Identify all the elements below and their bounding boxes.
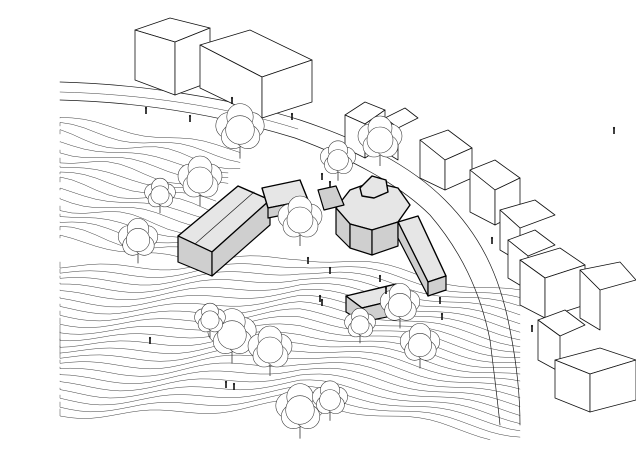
contour-line <box>59 354 521 390</box>
contour-line <box>59 226 193 250</box>
contour-line <box>59 323 521 363</box>
contour-line <box>59 379 521 424</box>
person-figure <box>384 286 388 294</box>
contour-line <box>59 289 521 333</box>
contour-line <box>59 308 521 353</box>
contour-line <box>59 399 491 440</box>
contour-line <box>59 301 521 347</box>
contour-line <box>59 176 217 214</box>
human-figures <box>144 96 616 390</box>
contour-line <box>59 316 521 358</box>
person-figure <box>490 236 494 244</box>
person-figure <box>320 298 324 306</box>
contour-line <box>59 283 521 325</box>
tree <box>215 103 265 159</box>
contour-line <box>59 129 241 170</box>
person-figure <box>144 106 148 114</box>
person-figure <box>440 312 444 320</box>
contour-line <box>59 187 205 219</box>
tree <box>320 140 356 181</box>
person-figure <box>438 296 442 304</box>
tree <box>379 283 421 329</box>
person-figure <box>290 112 294 120</box>
contour-line <box>59 213 193 238</box>
tree <box>177 155 223 206</box>
curved-street <box>59 81 521 426</box>
contour-line <box>59 331 521 369</box>
contour-line <box>59 373 521 416</box>
gallery-wing <box>397 215 447 297</box>
tree <box>194 302 226 339</box>
tree <box>344 307 376 344</box>
contour-line <box>59 271 521 307</box>
tree <box>357 115 403 166</box>
person-figure <box>318 294 322 302</box>
contour-line <box>59 385 521 432</box>
contour-line <box>59 255 521 291</box>
octagonal-pavilion <box>317 175 411 256</box>
tree <box>144 177 176 214</box>
tree <box>117 218 159 264</box>
tree <box>277 195 323 246</box>
contour-line <box>59 277 521 316</box>
tree <box>207 308 257 364</box>
person-figure <box>188 114 192 122</box>
person-figure <box>378 274 382 282</box>
long-barn <box>177 185 271 277</box>
person-figure <box>224 380 228 388</box>
person-figure <box>612 126 616 134</box>
background-tower <box>134 17 313 119</box>
deciduous-trees <box>117 103 441 439</box>
contour-line <box>59 122 241 163</box>
contour-line <box>59 367 521 407</box>
contour-line <box>59 197 205 228</box>
person-figure <box>306 256 310 264</box>
contour-line <box>59 362 521 399</box>
person-figure <box>328 266 332 274</box>
contour-line <box>59 205 205 235</box>
person-figure <box>530 324 534 332</box>
contour-line <box>59 234 181 258</box>
person-figure <box>148 336 152 344</box>
person-figure <box>328 180 332 188</box>
person-figure <box>232 382 236 390</box>
person-figure <box>320 172 324 180</box>
contour-line <box>59 117 241 153</box>
tree <box>247 325 293 376</box>
person-figure <box>230 96 234 104</box>
tree <box>312 380 348 421</box>
tree <box>399 323 441 369</box>
